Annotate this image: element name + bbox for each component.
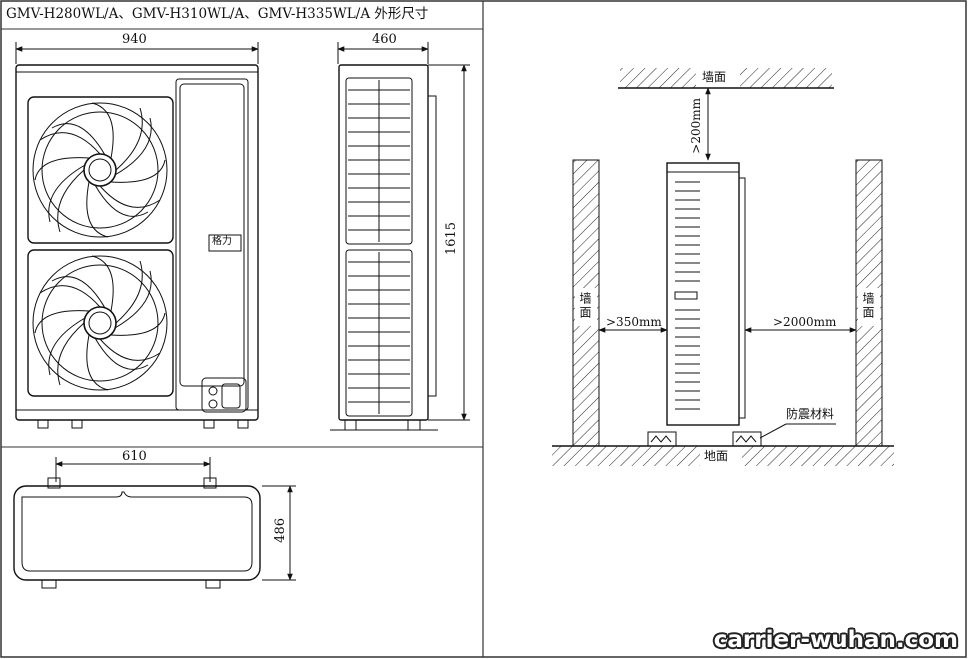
front-width-label: 940 xyxy=(122,32,147,47)
lower-fan xyxy=(32,255,168,391)
floor-label: 地面 xyxy=(704,449,729,463)
ceiling-label: 墙面 xyxy=(702,70,727,84)
right-wall-label: 墙面 xyxy=(861,292,875,320)
watermark: carrier-wuhan.com xyxy=(713,627,958,653)
drawing-title: GMV-H280WL/A、GMV-H310WL/A、GMV-H335WL/A 外… xyxy=(6,6,429,22)
right-clearance-label: >2000mm xyxy=(773,315,837,329)
top-depth-label: 486 xyxy=(273,518,288,543)
installation-diagram xyxy=(552,68,894,466)
front-panel-badge: 格力 xyxy=(212,236,232,247)
top-clearance-label: >200mm xyxy=(689,98,703,154)
height-label: 1615 xyxy=(444,222,459,256)
front-view xyxy=(15,42,259,429)
damping-material-label: 防震材料 xyxy=(786,407,835,421)
left-wall-label: 墙面 xyxy=(578,292,592,320)
left-clearance-label: >350mm xyxy=(606,315,662,329)
top-view xyxy=(13,457,296,589)
side-depth-label: 460 xyxy=(372,32,397,47)
upper-fan xyxy=(32,102,168,238)
top-foot-span-label: 610 xyxy=(122,449,147,464)
side-view xyxy=(330,42,470,431)
